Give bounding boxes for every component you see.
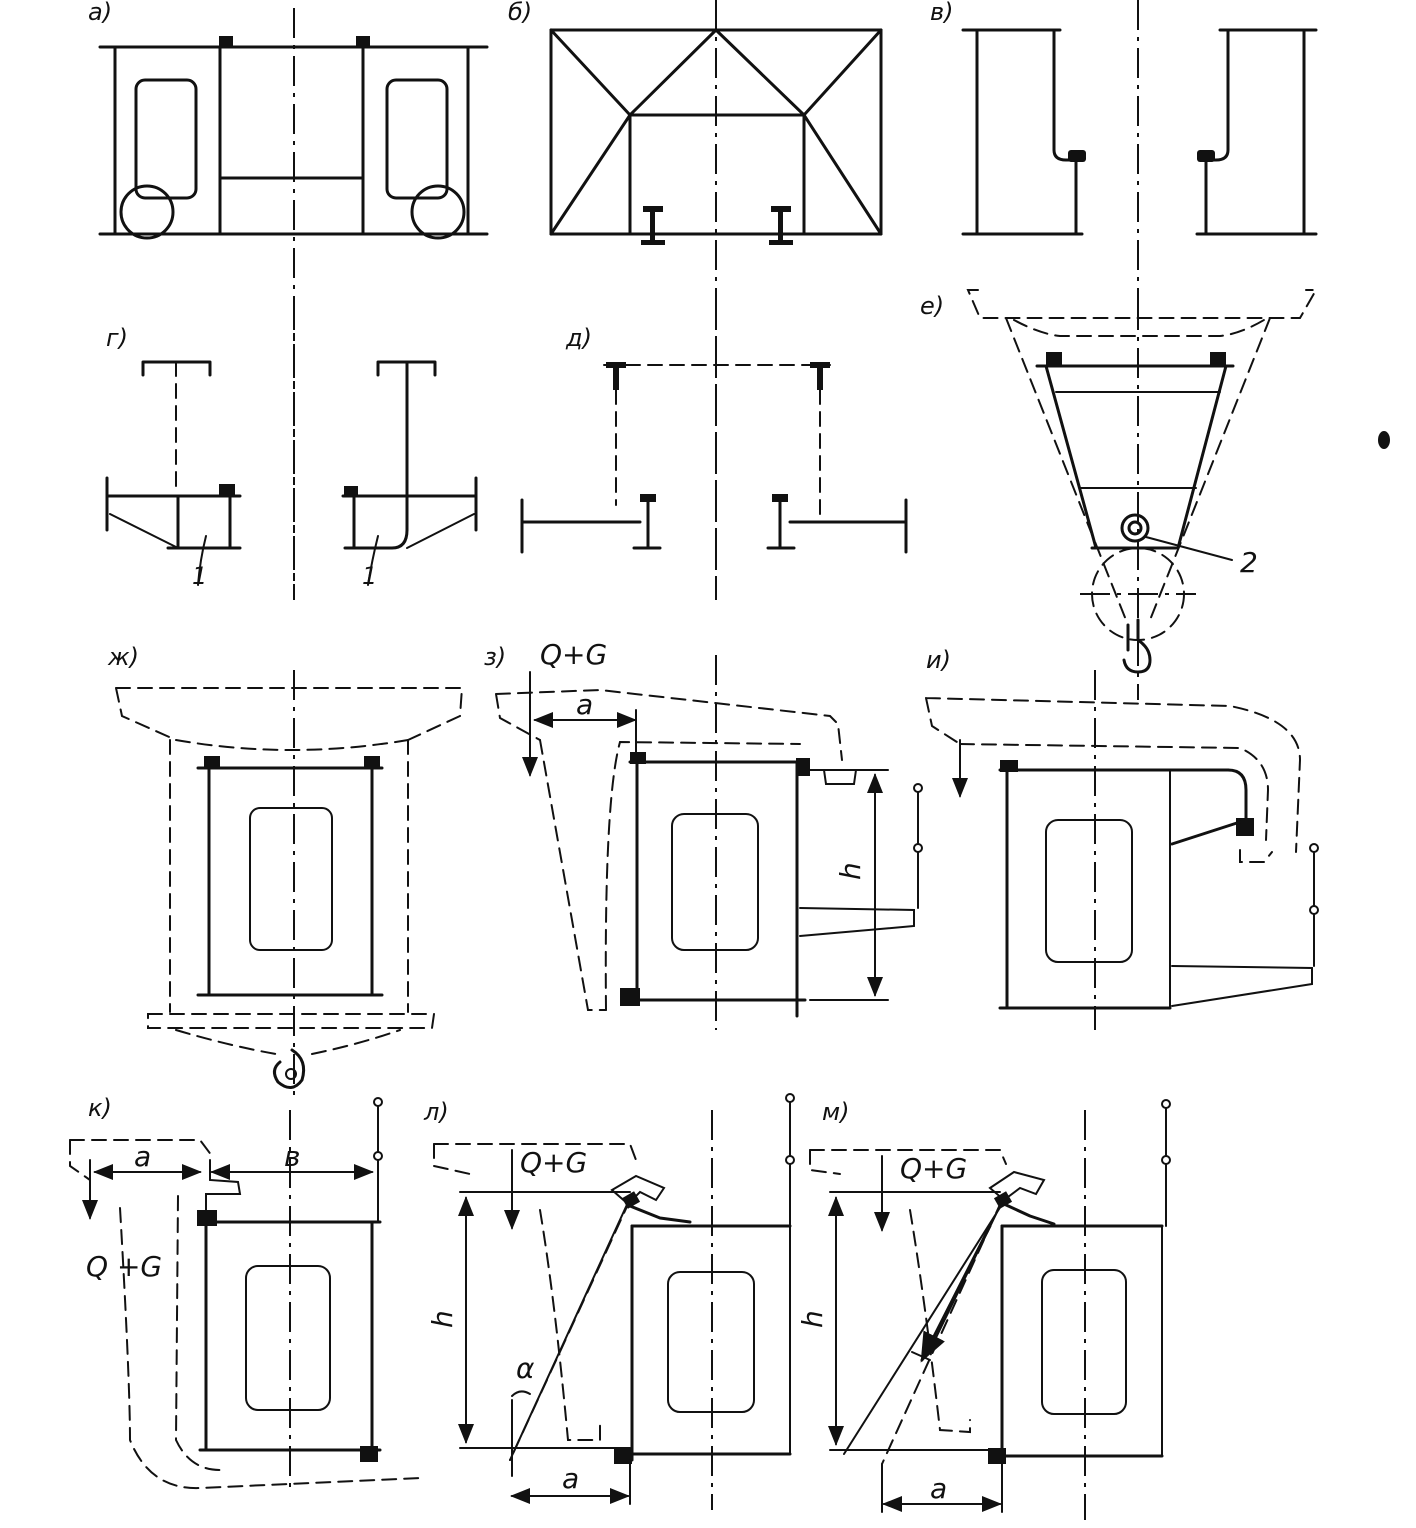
load-label-k: Q +G	[86, 1250, 162, 1283]
load-label-m: Q+G	[900, 1152, 967, 1185]
panel-k-label: к)	[88, 1094, 112, 1122]
dim-a-z: a	[576, 688, 593, 721]
trolley-pendant-k-icon	[373, 1097, 383, 1223]
dim-h-z: h	[834, 862, 867, 880]
rail-right-icon	[769, 206, 793, 245]
hook-zh-icon	[273, 1048, 306, 1089]
load-label-z: Q+G	[540, 638, 607, 671]
callout-2: 2	[1240, 546, 1258, 579]
part-label-1-right: 1	[362, 562, 377, 590]
panel-k: к) a в Q +G	[69, 1094, 421, 1490]
dim-h-m: h	[796, 1310, 829, 1328]
dim-b-k: в	[284, 1140, 301, 1173]
trolley-pendant-l-icon	[785, 1093, 795, 1227]
panel-zh: ж)	[107, 643, 464, 1100]
panel-b-label: б)	[508, 0, 532, 26]
panel-z: з) Q+G a h	[484, 638, 923, 1030]
panel-e: е) 2	[920, 289, 1318, 700]
wheel-right-icon	[410, 184, 466, 240]
angle-alpha: α	[516, 1352, 535, 1385]
dim-a-k: a	[134, 1140, 151, 1173]
stray-mark	[1378, 431, 1390, 449]
panel-z-label: з)	[484, 643, 506, 671]
dim-a-m: a	[930, 1472, 947, 1505]
hook-icon	[1122, 618, 1152, 674]
panel-d: д)	[520, 300, 908, 600]
panel-a-label: а)	[88, 0, 112, 26]
panel-g-label: г)	[106, 324, 128, 352]
panel-g: г) 1 1	[105, 300, 478, 600]
panel-i: и)	[925, 646, 1319, 1030]
panel-a: а)	[88, 0, 489, 600]
load-label-l: Q+G	[520, 1146, 587, 1179]
drum-icon	[1120, 513, 1150, 543]
panel-d-label: д)	[565, 324, 592, 352]
part-label-1-left: 1	[192, 562, 207, 590]
panel-v: в)	[930, 0, 1318, 300]
panel-b: б)	[508, 0, 883, 600]
panel-l-label: л)	[423, 1098, 449, 1126]
panel-zh-label: ж)	[107, 643, 139, 671]
trolley-pendant-i-icon	[1309, 843, 1319, 967]
panel-i-label: и)	[926, 646, 951, 674]
dim-a-l: a	[562, 1462, 579, 1495]
panel-l: л) Q+G h α a	[423, 1093, 795, 1510]
trolley-pendant-z-icon	[913, 783, 923, 909]
dim-h-l: h	[426, 1310, 459, 1328]
panel-m: м) Q+G h a	[796, 1098, 1171, 1520]
panel-e-label: е)	[920, 292, 944, 320]
trolley-pendant-m-icon	[1161, 1099, 1171, 1227]
panel-v-label: в)	[930, 0, 954, 26]
wheel-left-icon	[119, 184, 175, 240]
panel-m-label: м)	[822, 1098, 849, 1126]
rail-left-icon	[641, 206, 665, 245]
